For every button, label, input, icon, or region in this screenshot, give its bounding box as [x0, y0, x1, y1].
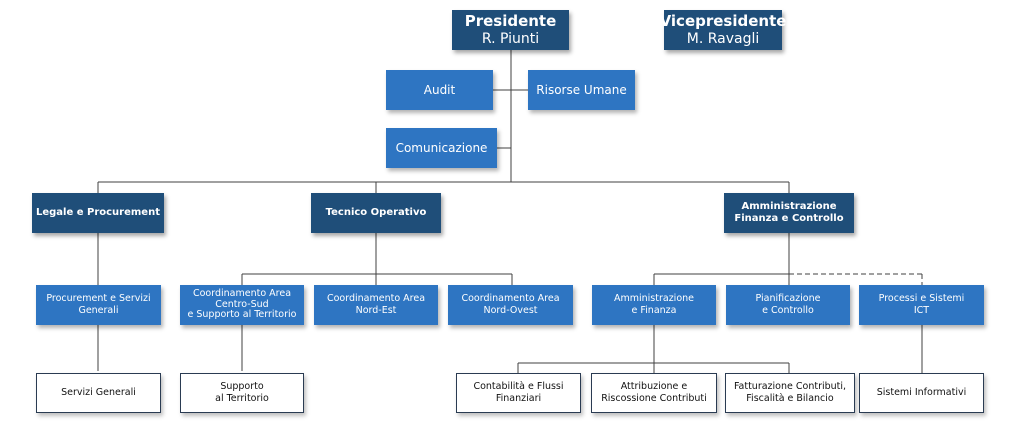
node-presidente: Presidente R. Piunti [452, 10, 569, 50]
node-label: Amministrazione [613, 293, 694, 305]
node-label: Pianificazione [755, 293, 821, 305]
node-label: Procurement e Servizi [46, 293, 151, 305]
node-amministrazione-finanza: Amministrazione e Finanza [592, 285, 716, 325]
node-label: Fiscalità e Bilancio [746, 393, 834, 404]
node-label: Tecnico Operativo [325, 206, 427, 218]
node-label: e Finanza [631, 305, 677, 316]
node-tecnico-operativo: Tecnico Operativo [311, 193, 441, 233]
node-label: Centro-Sud [215, 298, 269, 310]
node-label: Nord-Est [355, 305, 397, 316]
node-label: Sistemi Informativi [876, 387, 967, 399]
node-label: Attribuzione e [620, 381, 688, 393]
node-label: Generali [78, 305, 119, 316]
node-pianificazione-controllo: Pianificazione e Controllo [726, 285, 850, 325]
node-coordinamento-nord-ovest: Coordinamento Area Nord-Ovest [448, 285, 573, 325]
node-vicepresidente: Vicepresidente M. Ravagli [660, 10, 786, 50]
node-label: Contabilità e Flussi [473, 381, 564, 393]
node-procurement-servizi-generali: Procurement e Servizi Generali [36, 285, 161, 325]
node-legale-procurement: Legale e Procurement [32, 193, 164, 233]
node-person: R. Piunti [481, 30, 540, 47]
node-fatturazione-contributi: Fatturazione Contributi, Fiscalità e Bil… [725, 373, 855, 413]
node-comunicazione: Comunicazione [386, 128, 497, 168]
node-label: Coordinamento Area [326, 293, 426, 305]
node-title: Vicepresidente [659, 11, 787, 30]
node-attribuzione-riscossione: Attribuzione e Riscossione Contributi [591, 373, 717, 413]
node-servizi-generali: Servizi Generali [36, 373, 161, 413]
node-label: Legale e Procurement [35, 206, 160, 218]
node-label: Audit [423, 82, 456, 97]
node-label: Risorse Umane [536, 82, 627, 97]
node-label: Coordinamento Area [192, 288, 292, 300]
node-label: Riscossione Contributi [601, 393, 707, 404]
node-label: Supporto [220, 381, 264, 393]
node-sistemi-informativi: Sistemi Informativi [859, 373, 984, 413]
node-label: e Supporto al Territorio [187, 309, 297, 321]
node-coordinamento-centro-sud: Coordinamento Area Centro-Sud e Supporto… [180, 285, 304, 325]
node-risorse-umane: Risorse Umane [528, 70, 635, 110]
node-label: e Controllo [762, 305, 814, 316]
node-supporto-territorio: Supporto al Territorio [180, 373, 304, 413]
node-coordinamento-nord-est: Coordinamento Area Nord-Est [314, 285, 438, 325]
node-label: Nord-Ovest [483, 305, 538, 316]
node-label: Fatturazione Contributi, [733, 381, 847, 393]
node-label: Finanziari [495, 393, 542, 404]
node-label: Processi e Sistemi [878, 293, 965, 305]
node-audit: Audit [386, 70, 493, 110]
node-label: Comunicazione [395, 140, 488, 155]
node-amministrazione-finanza-controllo: Amministrazione Finanza e Controllo [724, 193, 854, 233]
node-processi-sistemi-ict: Processi e Sistemi ICT [859, 285, 984, 325]
node-person: M. Ravagli [686, 30, 760, 47]
node-label: ICT [913, 305, 930, 316]
node-contabilita-flussi: Contabilità e Flussi Finanziari [456, 373, 581, 413]
node-label: al Territorio [215, 393, 269, 404]
node-label: Amministrazione [741, 200, 837, 212]
node-title: Presidente [464, 11, 557, 30]
node-label: Servizi Generali [61, 387, 136, 399]
node-label: Coordinamento Area [461, 293, 560, 305]
node-label: Finanza e Controllo [734, 213, 844, 224]
